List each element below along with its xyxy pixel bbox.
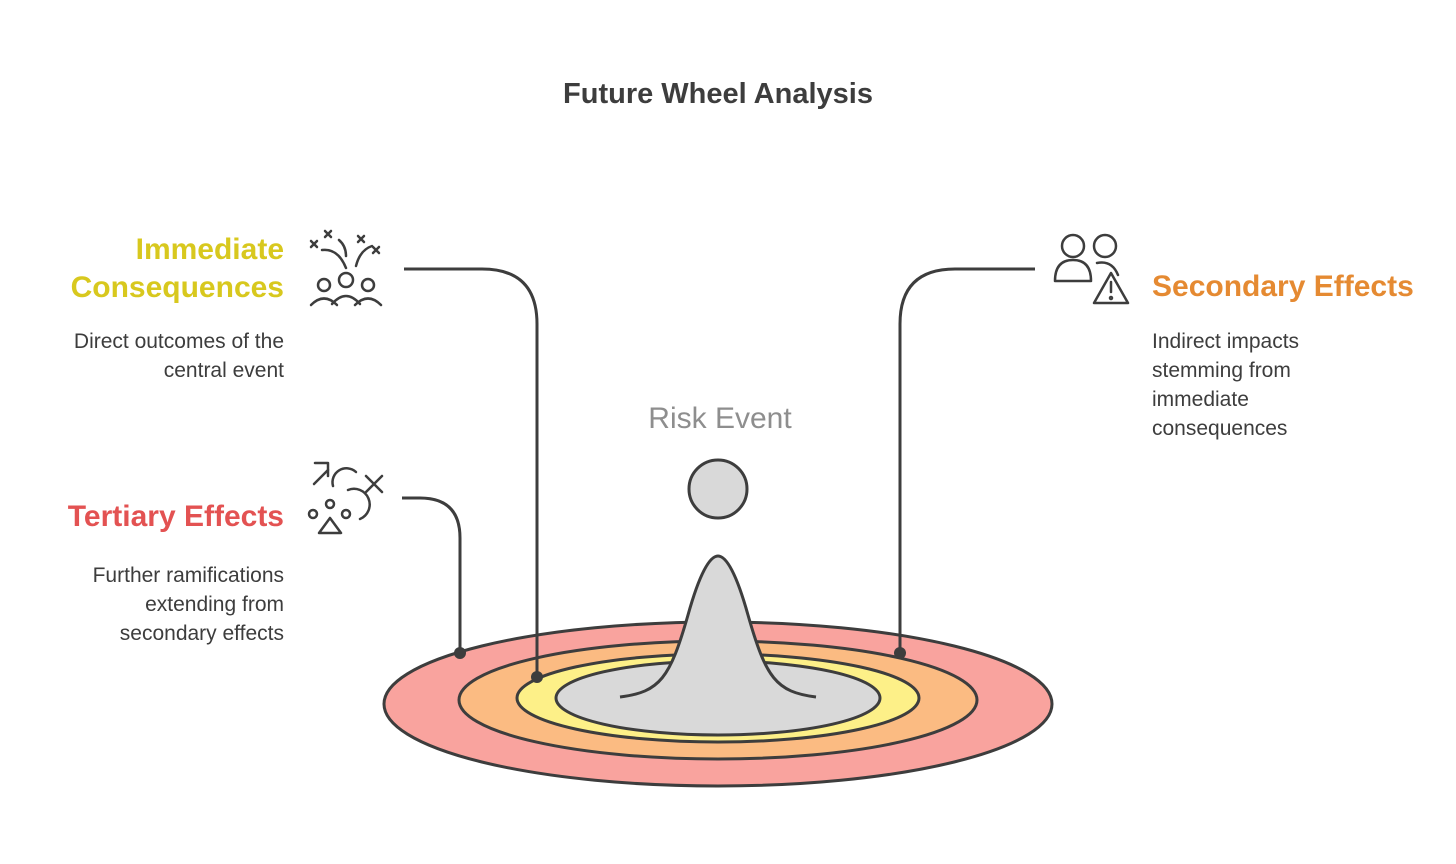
tertiary-connector <box>402 496 462 653</box>
immediate-connector <box>404 267 539 677</box>
immediate-desc-line1: Direct outcomes of the <box>73 330 284 353</box>
risk-event-peak <box>619 554 817 699</box>
secondary-connector <box>898 267 1035 653</box>
secondary-connector-dot <box>894 647 906 659</box>
immediate-consequences-description: Direct outcomes of the central event <box>20 327 284 385</box>
crowd-celebration-icon <box>309 229 383 307</box>
diagram-title: Future Wheel Analysis <box>563 78 873 110</box>
immediate-heading-line2: Consequences <box>70 271 284 304</box>
secondary-desc-line4: consequences <box>1152 417 1288 440</box>
tertiary-effects-heading: Tertiary Effects <box>67 500 284 533</box>
secondary-effects-heading: Secondary Effects <box>1152 270 1414 303</box>
immediate-desc-line2: central event <box>163 359 284 382</box>
secondary-desc-line1: Indirect impacts <box>1152 330 1300 353</box>
tertiary-desc-line2: extending from <box>145 593 284 616</box>
tertiary-effects-description: Further ramifications extending from sec… <box>20 561 284 648</box>
risk-event-sphere <box>687 458 749 520</box>
scattered-shapes-icon <box>307 461 384 535</box>
secondary-desc-line3: immediate <box>1152 388 1249 411</box>
secondary-effects-description: Indirect impacts stemming from immediate… <box>1152 327 1442 443</box>
users-warning-icon <box>1053 233 1130 305</box>
immediate-heading-line1: Immediate <box>135 233 284 266</box>
tertiary-desc-line1: Further ramifications <box>92 564 284 587</box>
immediate-consequences-heading: Immediate Consequences <box>40 231 284 307</box>
tertiary-connector-dot <box>454 647 466 659</box>
secondary-desc-line2: stemming from <box>1152 359 1291 382</box>
risk-event-label: Risk Event <box>648 402 792 435</box>
tertiary-desc-line3: secondary effects <box>119 622 284 645</box>
immediate-connector-dot <box>531 671 543 683</box>
